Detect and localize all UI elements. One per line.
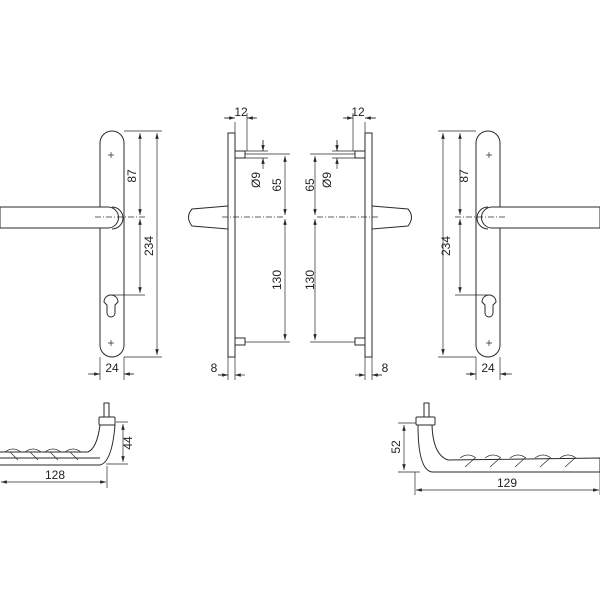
lever-handle (0, 206, 119, 229)
dim-label: 128 (45, 468, 65, 482)
left-lever-profile (0, 402, 128, 488)
dim-label: 87 (125, 169, 139, 183)
backplate-outline (99, 130, 125, 358)
dim-label: 44 (121, 436, 135, 450)
rose-profile (98, 416, 116, 426)
dim-label: 65 (303, 178, 317, 192)
lever-body (0, 424, 116, 466)
lever-stub (188, 205, 229, 230)
extension-lines (398, 422, 600, 495)
spindle (423, 402, 430, 418)
dim-label: 129 (497, 476, 517, 490)
cylinder-hole (103, 294, 119, 318)
left-front-view (0, 130, 162, 380)
extension-lines (111, 130, 162, 358)
dim-label: Ø9 (320, 172, 334, 188)
screw-mark-icon (108, 152, 114, 346)
right-side-view (310, 113, 412, 380)
dim-label: 12 (351, 105, 365, 119)
dim-label: 65 (270, 178, 284, 192)
dim-line-24 (88, 357, 134, 380)
backplate-side (227, 132, 236, 358)
lower-pin (234, 337, 246, 346)
upper-pin (234, 150, 246, 159)
grip-grooves (4, 448, 82, 461)
dim-label: 234 (142, 236, 156, 256)
dim-label: 8 (211, 361, 218, 375)
extension-lines (106, 421, 128, 488)
extension-lines (234, 113, 290, 343)
left-side-view (188, 113, 290, 380)
dim-label: 24 (105, 361, 119, 375)
dim-line-8 (218, 357, 236, 380)
spindle (103, 402, 110, 418)
right-front-view (438, 131, 600, 380)
dim-label: 87 (457, 169, 471, 183)
dim-label: 12 (234, 105, 248, 119)
dim-label: 24 (481, 361, 495, 375)
dim-label: 130 (303, 270, 317, 290)
dim-label: 130 (270, 270, 284, 290)
dim-label: 234 (439, 236, 453, 256)
dim-label: 8 (382, 361, 389, 375)
dim-label: Ø9 (249, 172, 263, 188)
grip-grooves (459, 454, 577, 468)
dim-label: 52 (389, 440, 403, 454)
lever-body (417, 424, 600, 473)
right-lever-profile (398, 402, 600, 495)
rose-profile (415, 416, 436, 426)
